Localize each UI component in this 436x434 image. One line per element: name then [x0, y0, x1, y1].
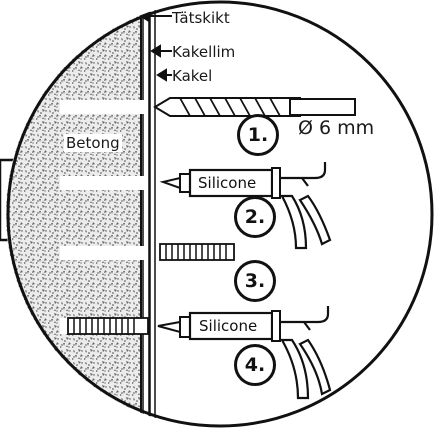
silicone-gun-2: [157, 306, 332, 400]
drill-hole-2: [60, 176, 145, 190]
magnifier-frame: [6, 0, 434, 428]
label-tatskikt: Tätskikt: [172, 9, 230, 27]
silicone-gun-1: [159, 162, 332, 250]
step-4-badge: 4.: [234, 344, 276, 386]
label-betong: Betong: [64, 134, 122, 152]
wall-plug-installed: [67, 317, 149, 335]
drill-bit: [153, 97, 356, 117]
tile-layer: [149, 0, 156, 428]
step-2-badge: 2.: [234, 196, 276, 238]
step-3-badge: 3.: [234, 260, 276, 302]
drill-size-label: Ø 6 mm: [298, 117, 375, 139]
drill-hole-1: [60, 100, 145, 114]
silicone-label-1: Silicone: [198, 174, 257, 192]
silicone-label-2: Silicone: [199, 317, 258, 335]
layer-arrows: [139, 9, 172, 82]
drill-hole-3: [60, 246, 145, 260]
wall-plug: [159, 243, 235, 261]
label-kakel: Kakel: [172, 67, 213, 85]
step-1-badge: 1.: [237, 114, 279, 156]
adhesive-layer: [142, 0, 150, 428]
label-kakellim: Kakellim: [172, 43, 236, 61]
